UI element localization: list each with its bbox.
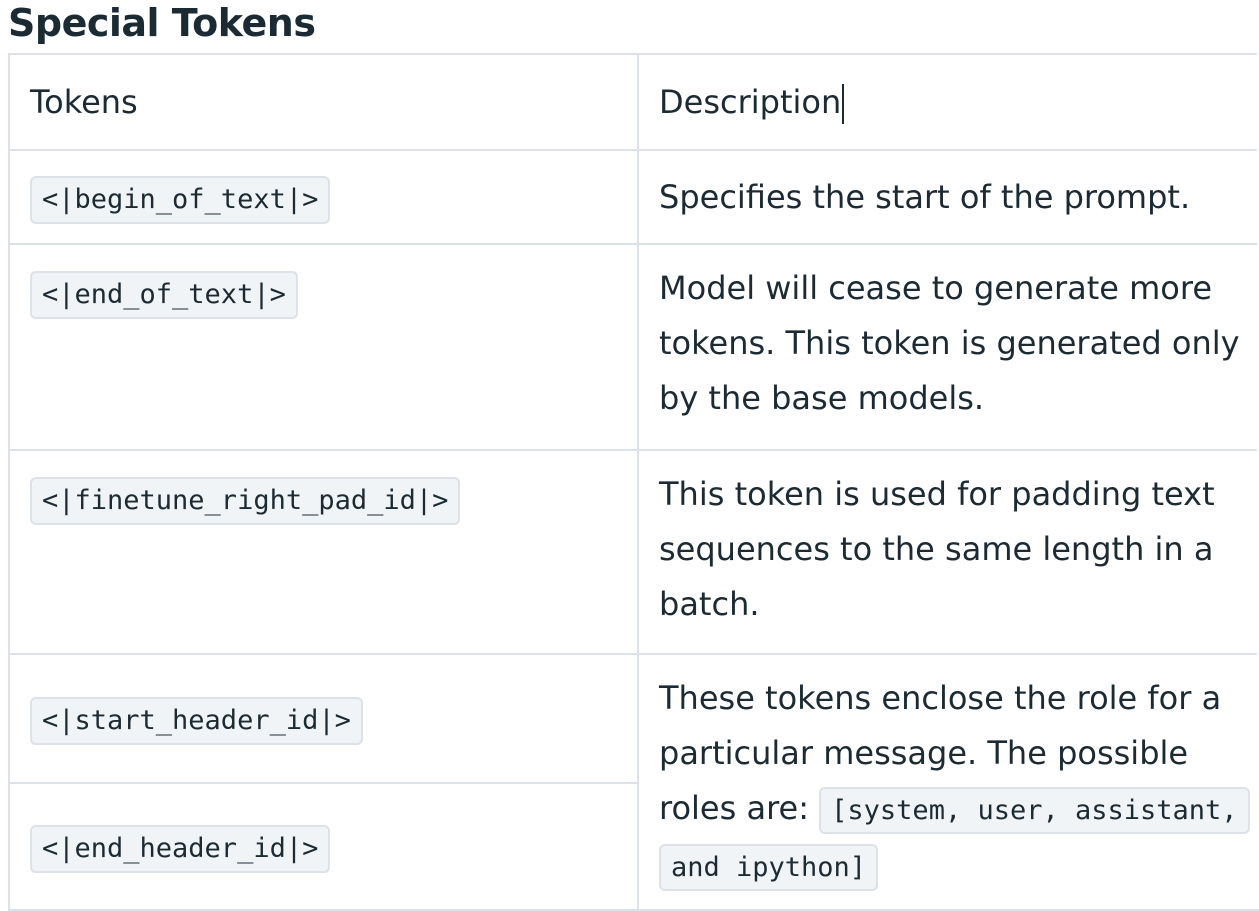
header-tokens-label: Tokens bbox=[30, 82, 138, 121]
description-text: Model will cease to generate more tokens… bbox=[659, 269, 1240, 417]
viewport-edge bbox=[1257, 53, 1259, 903]
description-cell: These tokens enclose the role for a part… bbox=[637, 653, 1259, 911]
token-cell: <|start_header_id|> bbox=[8, 653, 639, 784]
special-tokens-table: Tokens Description <|begin_of_text|> Spe… bbox=[8, 53, 1259, 911]
token-code: <|end_header_id|> bbox=[30, 825, 331, 873]
token-code: <|finetune_right_pad_id|> bbox=[30, 477, 461, 525]
table-header-row: Tokens Description bbox=[8, 53, 1259, 151]
token-code: <|end_of_text|> bbox=[30, 271, 298, 319]
header-description[interactable]: Description bbox=[637, 53, 1259, 151]
page-title: Special Tokens bbox=[8, 1, 316, 45]
table-row: <|end_of_text|> Model will cease to gene… bbox=[8, 243, 1259, 451]
token-code: <|start_header_id|> bbox=[30, 697, 363, 745]
header-description-label: Description bbox=[659, 82, 842, 121]
description-text: This token is used for padding text sequ… bbox=[659, 475, 1215, 623]
header-tokens: Tokens bbox=[8, 53, 639, 151]
description-cell: Specifies the start of the prompt. bbox=[637, 149, 1259, 245]
description-cell: Model will cease to generate more tokens… bbox=[637, 243, 1259, 451]
token-cell: <|end_header_id|> bbox=[8, 782, 639, 911]
description-text: Specifies the start of the prompt. bbox=[659, 177, 1191, 216]
table-row: <|finetune_right_pad_id|> This token is … bbox=[8, 449, 1259, 655]
description-cell: This token is used for padding text sequ… bbox=[637, 449, 1259, 655]
table-row: <|end_header_id|> bbox=[8, 782, 1259, 911]
table-row: <|begin_of_text|> Specifies the start of… bbox=[8, 149, 1259, 245]
token-code: <|begin_of_text|> bbox=[30, 175, 331, 224]
text-cursor bbox=[842, 83, 845, 124]
token-cell: <|begin_of_text|> bbox=[8, 149, 639, 245]
description-text: These tokens enclose the role for a part… bbox=[659, 679, 1222, 827]
token-cell: <|end_of_text|> bbox=[8, 243, 639, 451]
table-row: <|start_header_id|> These tokens enclose… bbox=[8, 653, 1259, 911]
token-cell: <|finetune_right_pad_id|> bbox=[8, 449, 639, 655]
